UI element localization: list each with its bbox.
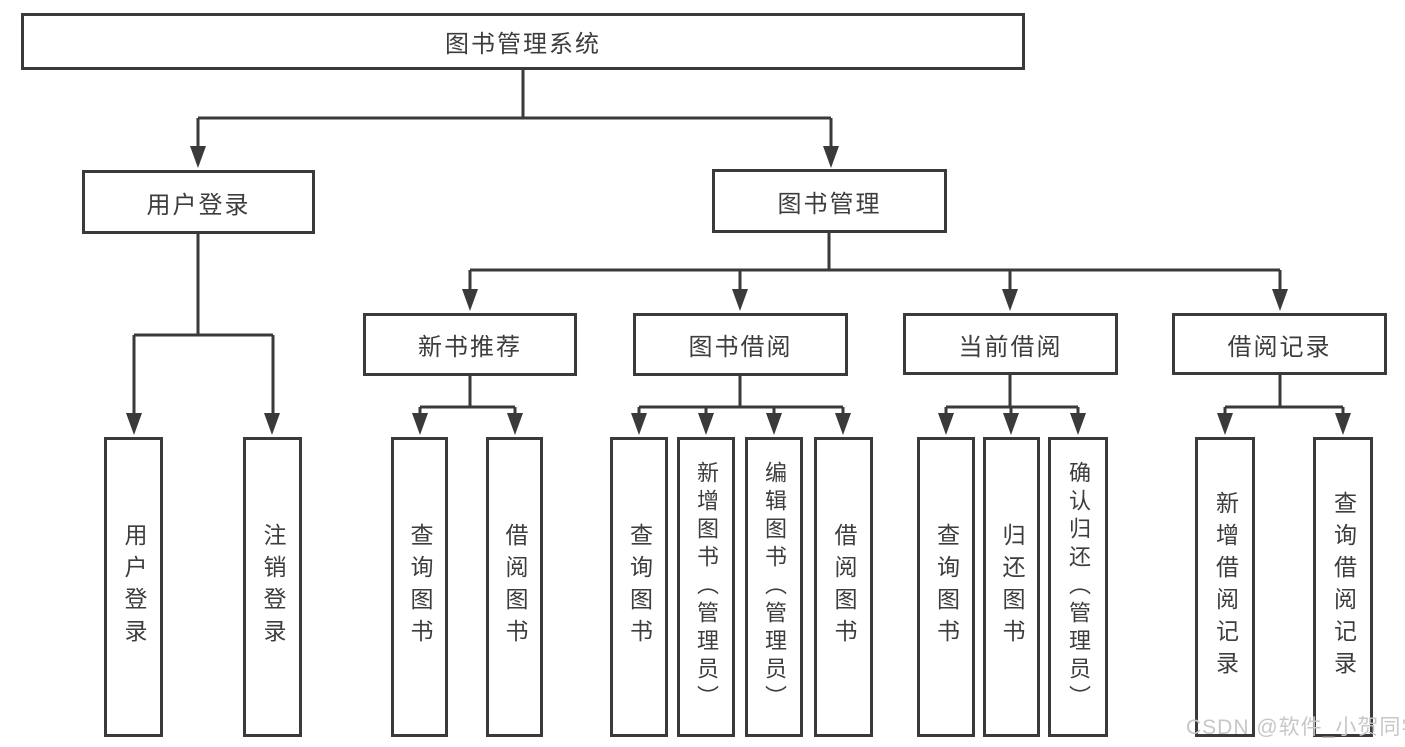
connector-book-management [468, 233, 1282, 290]
node-library-system-label: 图书管理系统 [445, 31, 601, 58]
leaf-add-borrow-record-label: 新增借阅记录 [1212, 491, 1239, 683]
node-new-book-recommend: 新书推荐 [363, 313, 577, 376]
node-book-management-label: 图书管理 [777, 190, 882, 218]
node-book-borrow-label: 图书借阅 [688, 334, 793, 361]
leaf-user-login-label: 用户登录 [121, 523, 147, 651]
leaf-confirm-return-admin: 确认归还（管理员） [1048, 437, 1108, 737]
node-borrow-records: 借阅记录 [1172, 313, 1387, 375]
leaf-query-book-2-label: 查询图书 [626, 523, 653, 651]
leaf-query-book-3: 查询图书 [917, 437, 975, 737]
node-user-login: 用户登录 [82, 170, 315, 234]
leaf-query-borrow-record-label: 查询借阅记录 [1330, 491, 1357, 683]
node-new-book-recommend-label: 新书推荐 [418, 334, 522, 361]
connector-current-borrow [944, 375, 1080, 414]
connector-user-login [132, 234, 275, 414]
arrowheads [126, 146, 1351, 435]
leaf-query-borrow-record: 查询借阅记录 [1313, 437, 1373, 737]
leaf-confirm-return-admin-label: 确认归还（管理员） [1066, 461, 1091, 713]
leaf-query-book-1: 查询图书 [391, 437, 448, 737]
connector-borrow-records [1223, 375, 1345, 414]
leaf-return-book: 归还图书 [983, 437, 1040, 737]
leaf-logout: 注销登录 [243, 437, 302, 737]
leaf-logout-label: 注销登录 [260, 523, 286, 651]
leaf-edit-book-admin: 编辑图书（管理员） [745, 437, 803, 737]
csdn-watermark: CSDN @软件_小贺同学 [1186, 716, 1405, 739]
leaf-borrow-book-1-label: 借阅图书 [502, 523, 528, 651]
leaf-add-book-admin-label: 新增图书（管理员） [694, 461, 719, 713]
leaf-query-book-1-label: 查询图书 [407, 523, 433, 651]
node-current-borrow: 当前借阅 [903, 313, 1118, 375]
leaf-query-book-3-label: 查询图书 [933, 523, 960, 651]
node-current-borrow-label: 当前借阅 [958, 333, 1063, 361]
leaf-add-borrow-record: 新增借阅记录 [1195, 437, 1255, 737]
leaf-user-login: 用户登录 [104, 437, 163, 737]
node-borrow-records-label: 借阅记录 [1227, 333, 1332, 361]
connector-root [196, 70, 833, 147]
node-book-management: 图书管理 [712, 169, 947, 233]
connector-book-borrow [637, 376, 845, 414]
leaf-borrow-book-2-label: 借阅图书 [831, 523, 857, 651]
node-library-system: 图书管理系统 [21, 13, 1025, 70]
leaf-query-book-2: 查询图书 [610, 437, 668, 737]
node-user-login-label: 用户登录 [146, 191, 251, 219]
node-book-borrow: 图书借阅 [633, 313, 848, 376]
leaf-borrow-book-2: 借阅图书 [814, 437, 873, 737]
leaf-add-book-admin: 新增图书（管理员） [677, 437, 735, 737]
connector-new-book [418, 376, 517, 414]
leaf-edit-book-admin-label: 编辑图书（管理员） [762, 461, 787, 713]
leaf-borrow-book-1: 借阅图书 [486, 437, 543, 737]
leaf-return-book-label: 归还图书 [999, 523, 1025, 651]
